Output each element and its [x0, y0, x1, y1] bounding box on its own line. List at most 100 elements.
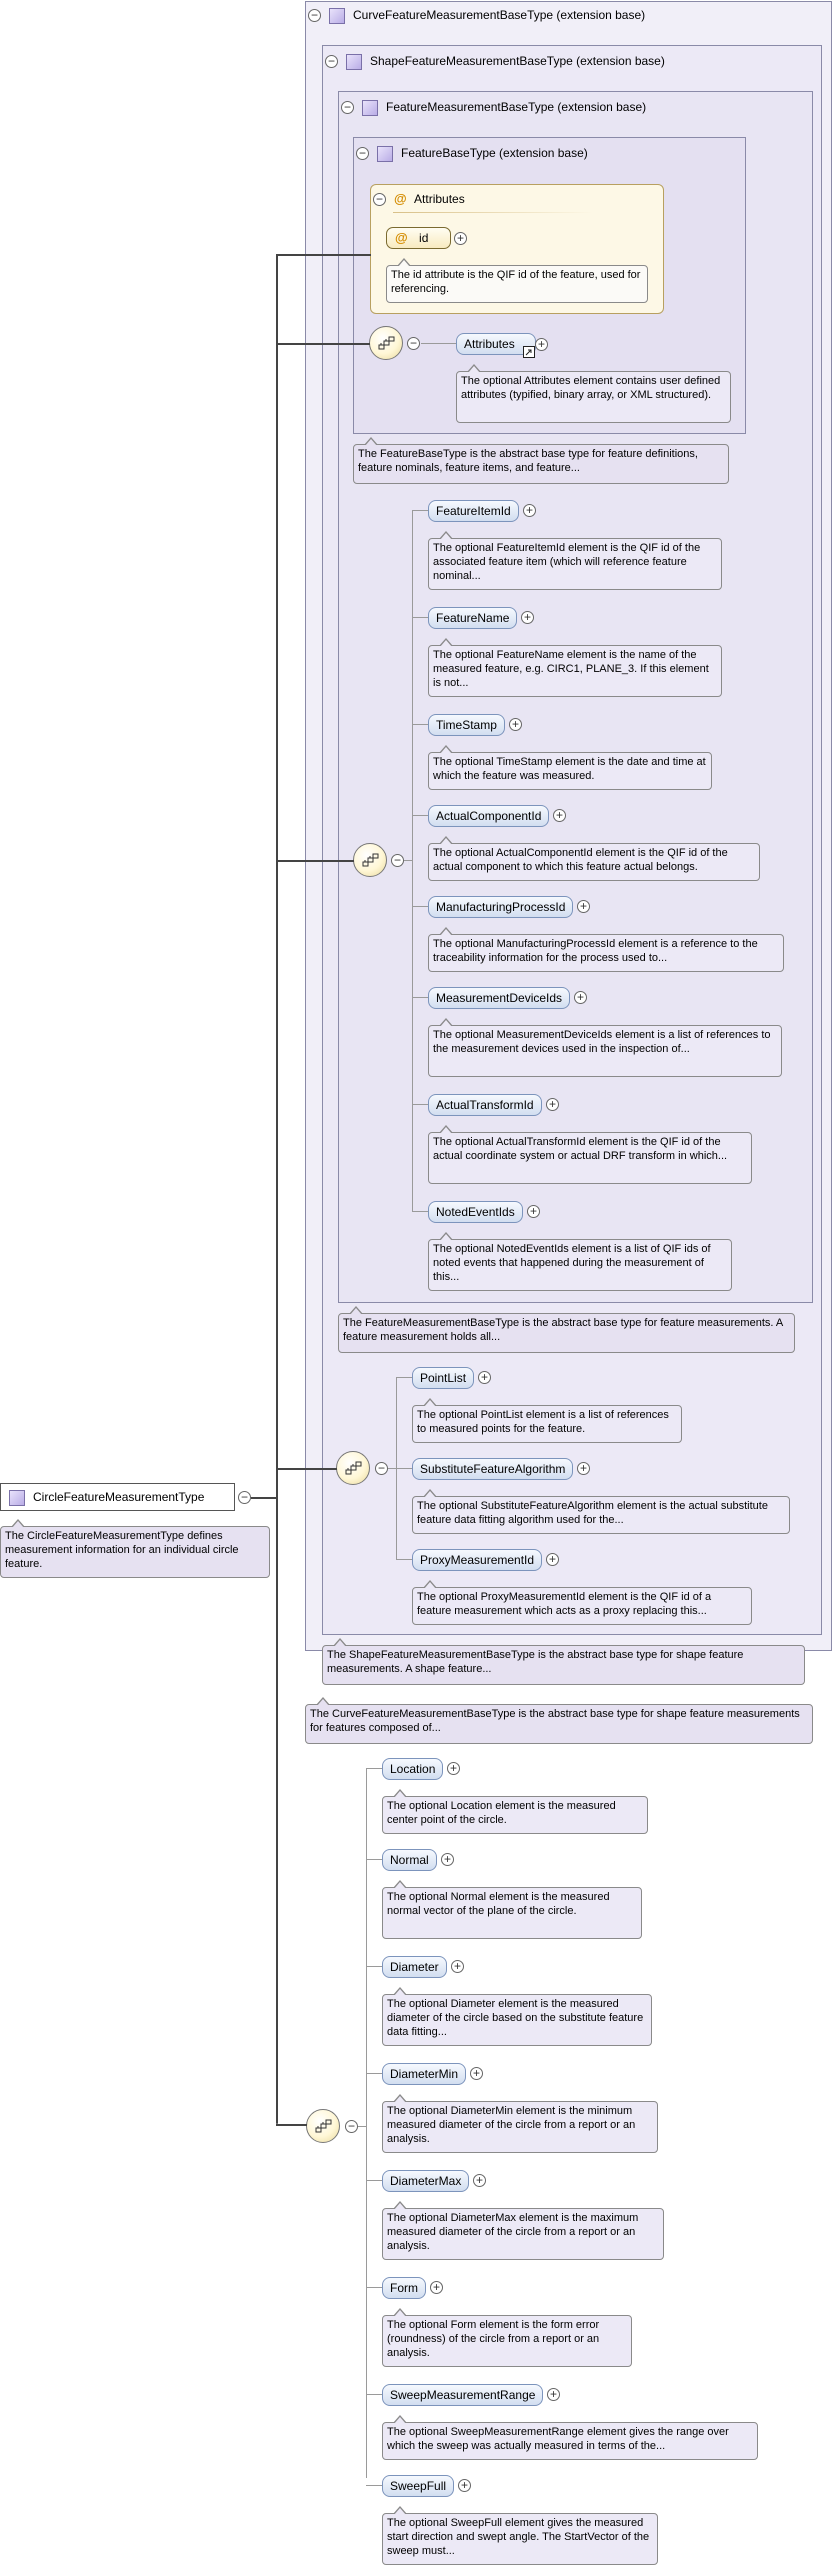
curve-extension-header[interactable]: − CurveFeatureMeasurementBaseType (extens…	[308, 6, 645, 24]
connector	[412, 815, 428, 816]
fb-extension-header[interactable]: −FeatureBaseType (extension base)	[356, 144, 588, 162]
element-manufacturing-process-id-expand-icon[interactable]: +	[577, 900, 590, 913]
element-form[interactable]: Form	[382, 2277, 426, 2299]
element-measurement-device-ids-expand-icon[interactable]: +	[574, 991, 587, 1004]
attribute-id-expand-icon[interactable]: +	[454, 232, 467, 245]
element-feature-name-doc: The optional FeatureName element is the …	[428, 638, 722, 697]
element-location-doc: The optional Location element is the mea…	[382, 1789, 648, 1834]
fm-sequence-collapse-icon[interactable]: −	[391, 854, 404, 867]
element-noted-event-ids-expand-icon[interactable]: +	[527, 1205, 540, 1218]
element-normal-doc: The optional Normal element is the measu…	[382, 1880, 642, 1939]
element-feature-item-id-doc: The optional FeatureItemId element is th…	[428, 531, 722, 590]
element-normal-expand-icon[interactable]: +	[441, 1853, 454, 1866]
element-sweep-full[interactable]: SweepFull	[382, 2475, 455, 2497]
root-connector	[251, 1497, 277, 1499]
element-diameter-expand-icon[interactable]: +	[451, 1960, 464, 1973]
element-proxy-measurement-id-expand-icon[interactable]: +	[546, 1553, 559, 1566]
fb-sequence-compositor[interactable]	[369, 326, 403, 360]
element-actual-transform-id-expand-icon[interactable]: +	[546, 1098, 559, 1111]
attr-divider	[393, 212, 593, 213]
root-collapse-icon[interactable]: −	[238, 1491, 251, 1504]
fm-extension-title: FeatureMeasurementBaseType (extension ba…	[386, 100, 647, 114]
element-location[interactable]: Location	[382, 1758, 444, 1780]
fb-sequence-collapse-icon[interactable]: −	[407, 337, 420, 350]
attribute-id[interactable]: @ id	[386, 227, 451, 249]
element-measurement-device-ids-doc: The optional MeasurementDeviceIds elemen…	[428, 1018, 782, 1077]
element-sweep-full-doc: The optional SweepFull element gives the…	[382, 2506, 658, 2565]
element-measurement-device-ids[interactable]: MeasurementDeviceIds	[428, 987, 571, 1009]
element-diameter-max[interactable]: DiameterMax	[382, 2170, 470, 2192]
shape-extension-doc: The ShapeFeatureMeasurementBaseType is t…	[322, 1638, 805, 1685]
shape-extension-header[interactable]: − ShapeFeatureMeasurementBaseType (extens…	[325, 52, 665, 70]
collapse-icon[interactable]: −	[373, 193, 386, 207]
element-manufacturing-process-id[interactable]: ManufacturingProcessId	[428, 896, 574, 918]
sequence-compositor-icon	[378, 336, 395, 350]
sequence-compositor-icon	[345, 1461, 362, 1475]
element-diameter-max-doc: The optional DiameterMax element is the …	[382, 2201, 664, 2260]
element-diameter-min-expand-icon[interactable]: +	[470, 2067, 483, 2080]
branch-attributes	[276, 254, 371, 256]
connector	[366, 1966, 382, 1967]
element-diameter[interactable]: Diameter	[382, 1956, 447, 1978]
element-feature-name[interactable]: FeatureName	[428, 607, 518, 629]
connector	[421, 343, 456, 344]
collapse-icon[interactable]: −	[325, 55, 338, 69]
attributes-group-header[interactable]: −@ Attributes	[373, 190, 465, 208]
element-reference-arrow-icon	[523, 346, 535, 358]
circle-sequence-collapse-icon[interactable]: −	[345, 2120, 358, 2133]
shape-extension-title: ShapeFeatureMeasurementBaseType (extensi…	[370, 54, 665, 68]
complex-type-icon	[346, 53, 362, 70]
curve-extension-title: CurveFeatureMeasurementBaseType (extensi…	[353, 8, 646, 22]
connector	[404, 860, 412, 861]
root-doc: The CircleFeatureMeasurementType defines…	[0, 1519, 270, 1578]
element-time-stamp-doc: The optional TimeStamp element is the da…	[428, 745, 712, 790]
element-point-list[interactable]: PointList	[412, 1367, 475, 1389]
fm-extension-header[interactable]: − FeatureMeasurementBaseType (extension b…	[341, 98, 646, 116]
element-actual-transform-id-doc: The optional ActualTransformId element i…	[428, 1125, 752, 1184]
complex-type-icon	[377, 145, 393, 162]
element-time-stamp-expand-icon[interactable]: +	[509, 718, 522, 731]
attribute-at-icon: @	[394, 191, 407, 206]
element-noted-event-ids[interactable]: NotedEventIds	[428, 1201, 523, 1223]
connector	[366, 2485, 382, 2486]
branch-fm-seq	[276, 860, 354, 862]
element-substitute-feature-algorithm[interactable]: SubstituteFeatureAlgorithm	[412, 1458, 574, 1480]
element-sweep-full-expand-icon[interactable]: +	[458, 2479, 471, 2492]
shape-seq-spine	[396, 1378, 397, 1560]
branch-circle-seq	[276, 2124, 307, 2126]
element-point-list-expand-icon[interactable]: +	[478, 1371, 491, 1384]
element-attributes-expand-icon[interactable]: +	[535, 338, 548, 351]
shape-sequence-collapse-icon[interactable]: −	[375, 1462, 388, 1475]
collapse-icon[interactable]: −	[308, 9, 321, 23]
element-feature-item-id-expand-icon[interactable]: +	[523, 504, 536, 517]
element-actual-transform-id[interactable]: ActualTransformId	[428, 1094, 542, 1116]
element-substitute-feature-algorithm-expand-icon[interactable]: +	[577, 1462, 590, 1475]
connector	[412, 724, 428, 725]
element-feature-item-id[interactable]: FeatureItemId	[428, 500, 519, 522]
element-diameter-min[interactable]: DiameterMin	[382, 2063, 467, 2085]
branch-fb-seq	[276, 343, 370, 345]
connector	[366, 1768, 382, 1769]
element-form-expand-icon[interactable]: +	[430, 2281, 443, 2294]
element-normal[interactable]: Normal	[382, 1849, 437, 1871]
shape-sequence-compositor[interactable]	[336, 1451, 370, 1485]
element-actual-component-id[interactable]: ActualComponentId	[428, 805, 550, 827]
collapse-icon[interactable]: −	[341, 101, 354, 115]
root-spine	[276, 254, 278, 2124]
element-feature-name-expand-icon[interactable]: +	[521, 611, 534, 624]
fm-sequence-compositor[interactable]	[353, 843, 387, 877]
complex-type-icon	[362, 99, 378, 116]
element-location-expand-icon[interactable]: +	[447, 1762, 460, 1775]
element-time-stamp[interactable]: TimeStamp	[428, 714, 505, 736]
root-element[interactable]: CircleFeatureMeasurementType	[0, 1483, 235, 1511]
element-attributes[interactable]: Attributes	[456, 333, 536, 355]
connector	[412, 617, 428, 618]
circle-sequence-compositor[interactable]	[306, 2109, 340, 2143]
complex-type-icon	[329, 7, 345, 24]
element-sweep-measurement-range-expand-icon[interactable]: +	[547, 2388, 560, 2401]
collapse-icon[interactable]: −	[356, 147, 369, 161]
element-diameter-max-expand-icon[interactable]: +	[473, 2174, 486, 2187]
element-sweep-measurement-range[interactable]: SweepMeasurementRange	[382, 2384, 544, 2406]
element-actual-component-id-expand-icon[interactable]: +	[553, 809, 566, 822]
element-proxy-measurement-id[interactable]: ProxyMeasurementId	[412, 1549, 543, 1571]
